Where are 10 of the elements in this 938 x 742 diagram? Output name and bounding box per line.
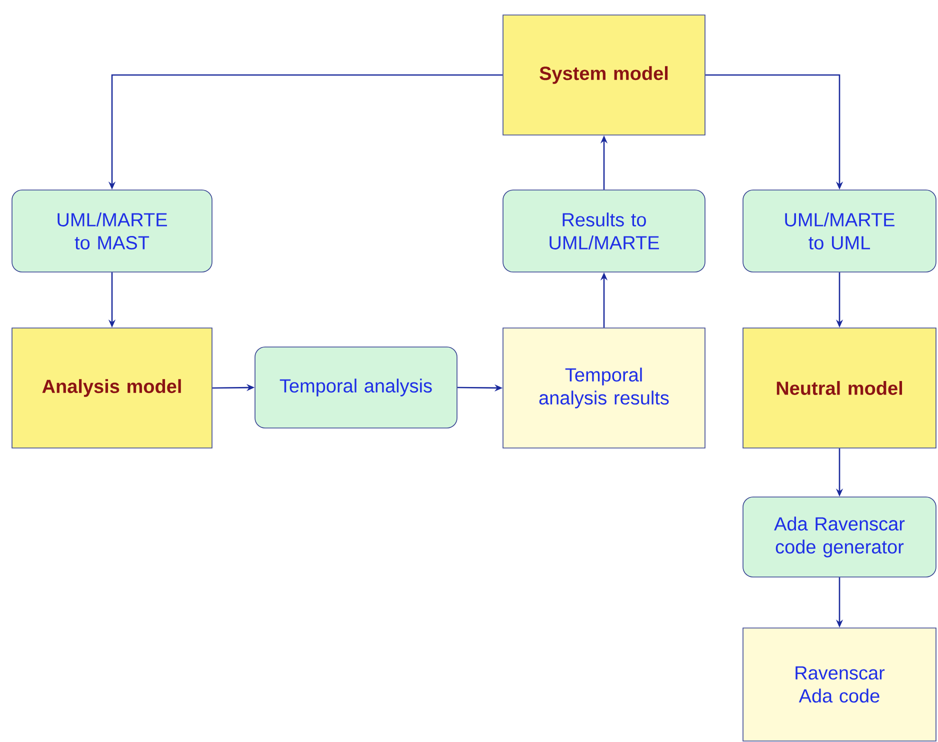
process-box: UML/MARTE to MAST [12, 190, 212, 272]
process-box: UML/MARTE to UML [742, 190, 936, 272]
result-box: Ravenscar Ada code [742, 628, 936, 742]
process-box: Temporal analysis [254, 346, 458, 428]
result-box: Temporal analysis results [502, 328, 706, 448]
model-box: Analysis model [12, 328, 212, 448]
model-box: System model [502, 14, 706, 136]
process-box: Results to UML/MARTE [502, 190, 706, 272]
model-box: Neutral model [742, 328, 936, 448]
process-box: Ada Ravenscar code generator [742, 496, 936, 578]
